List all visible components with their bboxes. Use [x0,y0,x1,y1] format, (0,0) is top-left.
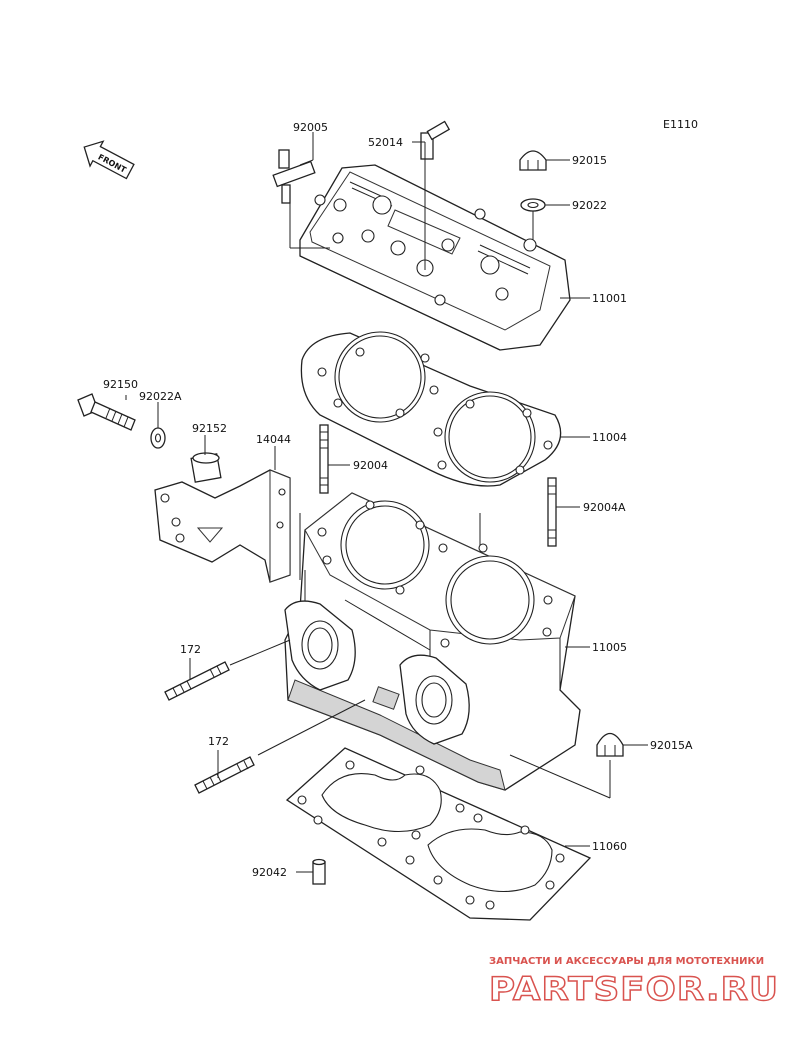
label-172-lower: 172 [208,735,229,748]
nut-92015A [596,732,624,757]
collar-92152 [190,452,222,483]
label-92042: 92042 [252,866,287,879]
label-11001: 11001 [592,292,627,305]
bolt-92150 [77,393,136,431]
label-52014: 52014 [368,136,403,149]
label-92005: 92005 [293,121,328,134]
label-92022A: 92022A [139,390,182,403]
leader-lines [125,132,648,873]
washer-92022 [520,198,546,212]
label-11005: 11005 [592,641,627,654]
washer-92022A [150,427,166,449]
front-arrow-icon: FRONT [83,140,135,180]
label-92022: 92022 [572,199,607,212]
cylinder-head-cover [299,164,571,351]
label-92152: 92152 [192,422,227,435]
label-11004: 11004 [592,431,627,444]
stud-92004A [547,477,557,547]
head-gasket [300,331,562,487]
stud-172-upper [164,661,230,701]
label-11060: 11060 [592,840,627,853]
label-92015: 92015 [572,154,607,167]
stud-92004 [319,424,329,494]
label-172-upper: 172 [180,643,201,656]
cylinder-block [284,492,581,791]
label-92150: 92150 [103,378,138,391]
watermark-tagline: ЗАПЧАСТИ И АКСЕССУАРЫ ДЛЯ МОТОТЕХНИКИ [489,956,764,967]
bracket-14044 [154,469,291,583]
dowel-92042 [312,858,326,885]
stud-172-lower [194,756,255,794]
label-92015A: 92015A [650,739,693,752]
label-14044: 14044 [256,433,291,446]
fitting-52014 [420,120,451,160]
label-92004A: 92004A [583,501,626,514]
base-gasket [285,747,592,921]
fitting-92005 [272,149,316,204]
diagram-code: E1110 [663,118,698,131]
label-92004: 92004 [353,459,388,472]
nut-92015 [519,150,547,171]
watermark-logo: PARTSFOR.RU [489,970,779,1008]
